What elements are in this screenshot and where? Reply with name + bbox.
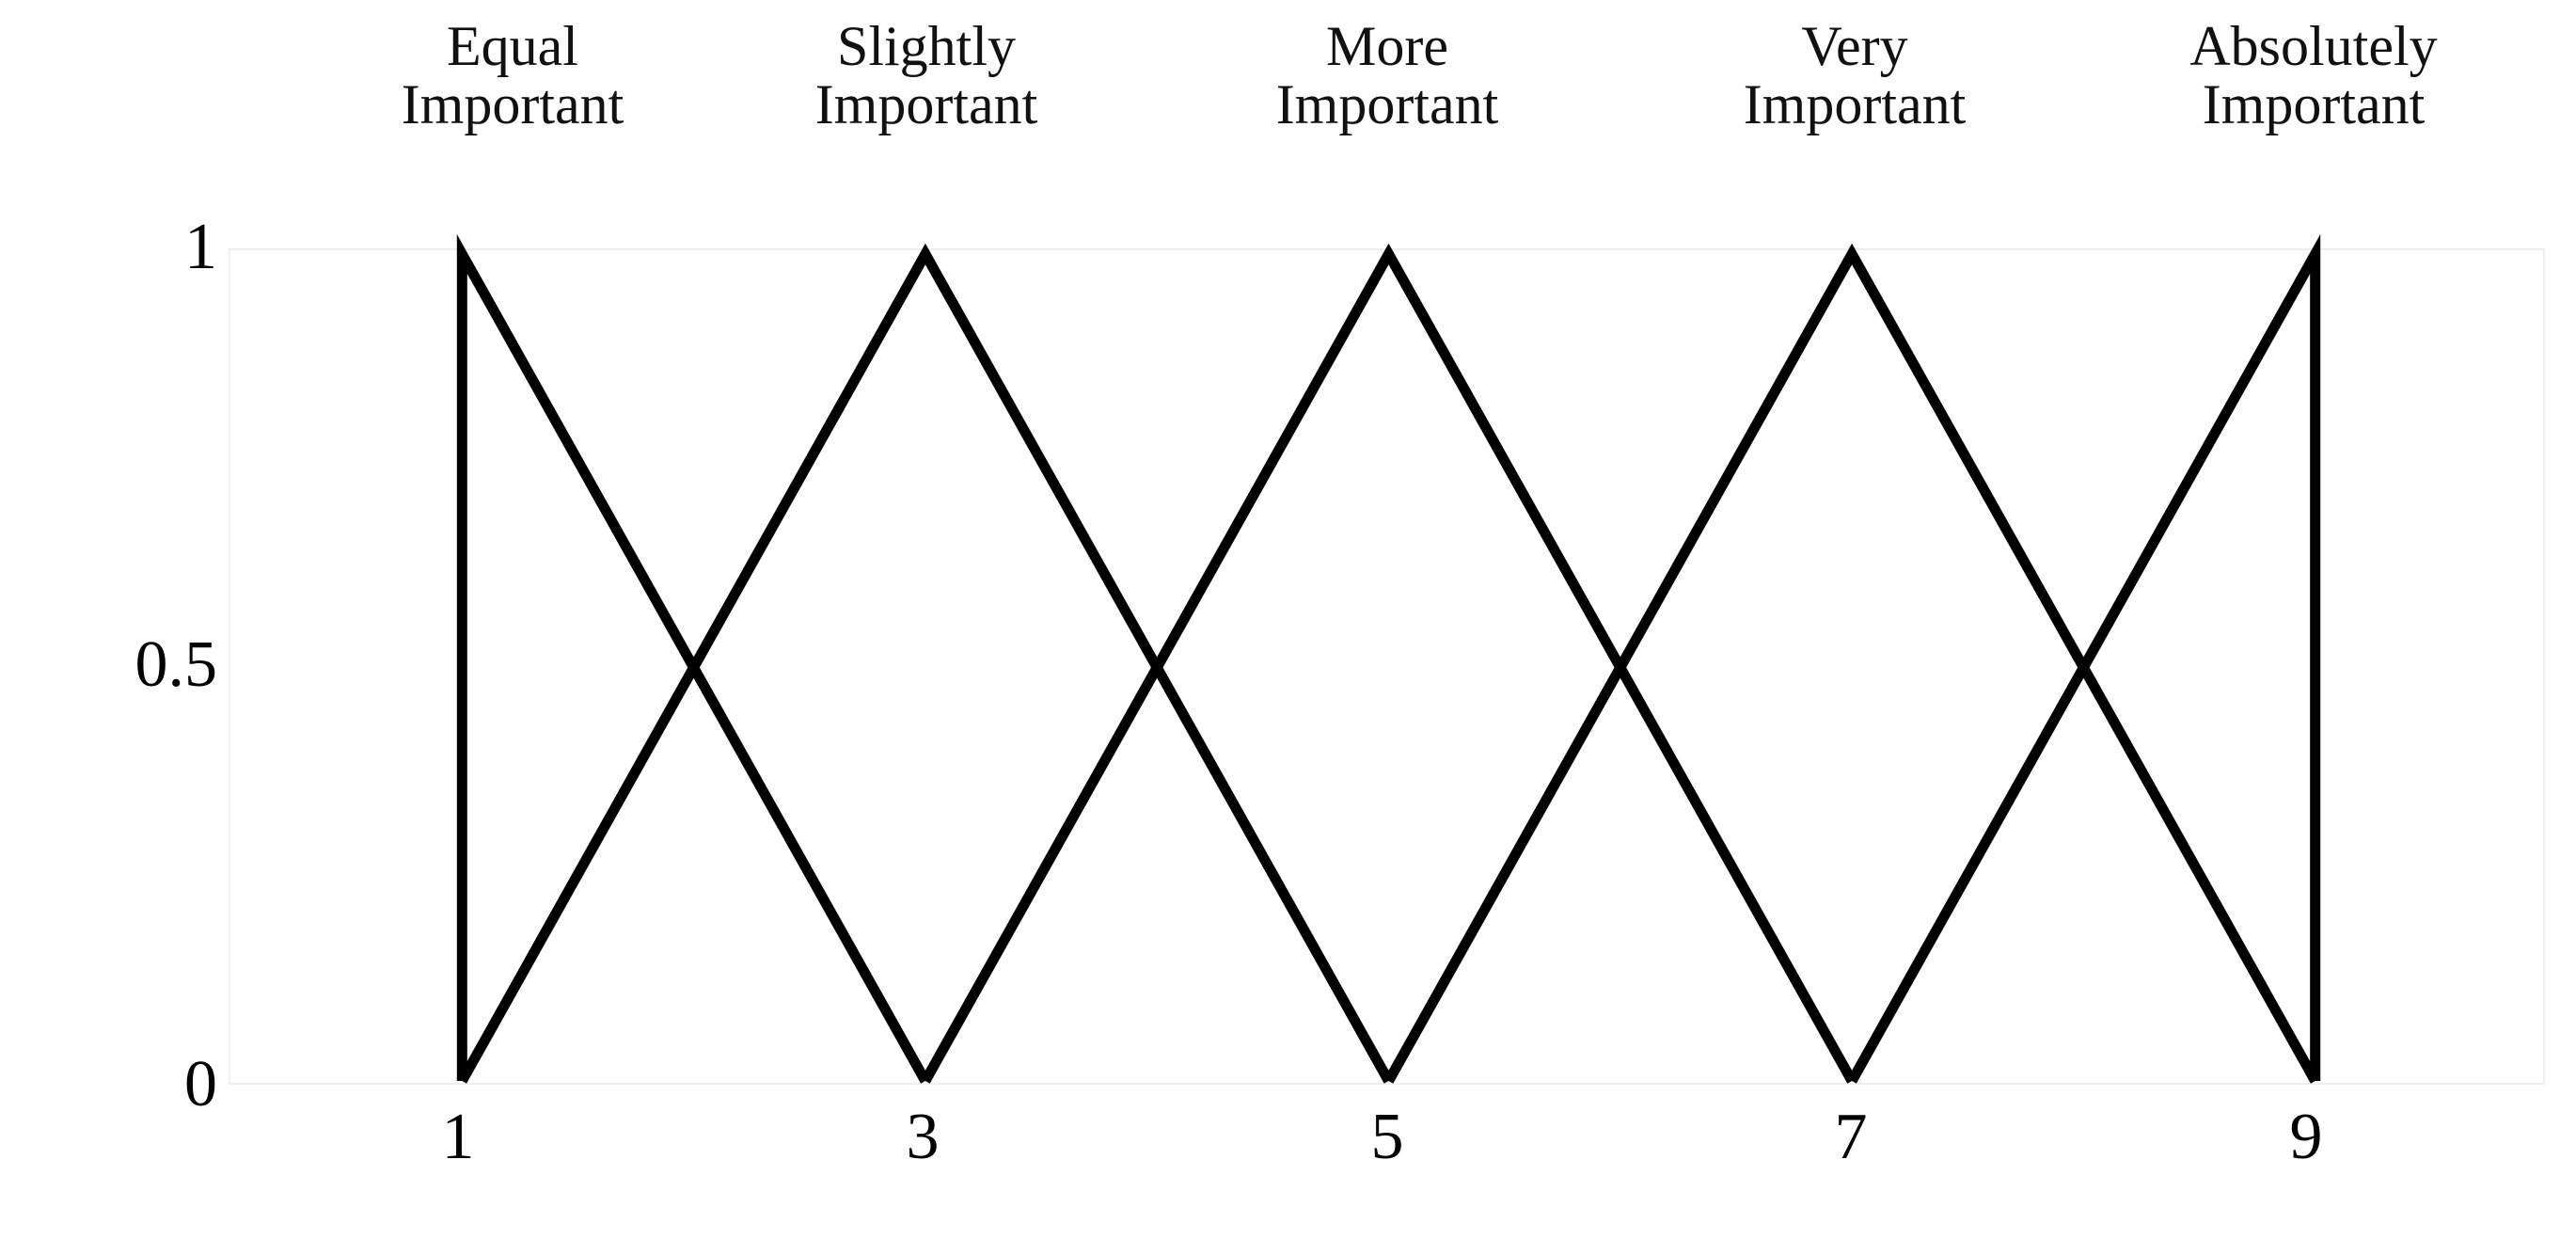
plot-area (229, 233, 2545, 1085)
category-label-line2: Important (401, 73, 624, 135)
category-label-more-important: More Important (1143, 17, 1632, 134)
membership-line-equal-important (456, 233, 930, 1084)
membership-line-absolutely-important (1847, 233, 2321, 1084)
category-label-very-important: Very Important (1610, 17, 2099, 134)
y-axis-tick-1: 1 (184, 211, 217, 283)
category-label-line1: Absolutely (2189, 15, 2438, 77)
category-label-line1: Slightly (836, 15, 1017, 77)
x-axis-tick-5: 5 (1370, 1101, 1404, 1173)
y-axis-tick-0: 0 (184, 1048, 217, 1120)
membership-line-more-important (921, 243, 1857, 1084)
category-label-slightly-important: Slightly Important (682, 17, 1171, 134)
x-axis-tick-7: 7 (1834, 1101, 1868, 1173)
category-label-equal-important: Equal Important (268, 17, 757, 134)
x-axis-tick-1: 1 (441, 1101, 475, 1173)
x-axis-tick-3: 3 (906, 1101, 940, 1173)
category-label-line2: Important (814, 73, 1038, 135)
category-label-line1: More (1326, 15, 1448, 77)
x-axis-tick-9: 9 (2289, 1101, 2323, 1173)
membership-line-very-important (1383, 243, 2320, 1084)
membership-functions-svg (456, 233, 2321, 1084)
category-label-line1: Very (1801, 15, 1908, 77)
membership-line-slightly-important (457, 243, 1394, 1084)
category-label-line2: Important (1743, 73, 1967, 135)
category-label-line2: Important (2202, 73, 2426, 135)
y-axis-tick-0-5: 0.5 (134, 628, 218, 701)
category-label-line2: Important (1275, 73, 1499, 135)
category-label-absolutely-important: Absolutely Important (2069, 17, 2558, 134)
category-label-line1: Equal (447, 15, 578, 77)
